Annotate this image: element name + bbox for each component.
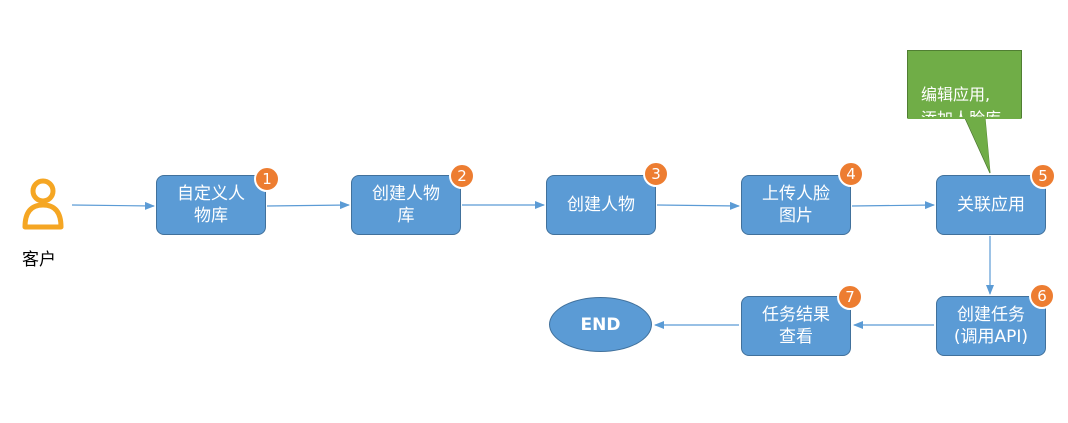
arrow-step-3-to-step-4 [656,201,740,210]
step-6-label: 创建任务 (调用API) [953,305,1029,347]
step-5-badge: 5 [1030,163,1056,189]
step-7: 任务结果 查看 [741,296,851,356]
step-5: 关联应用 [936,175,1046,235]
step-1-label: 自定义人 物库 [177,184,245,226]
arrow-actor-to-step-1 [71,201,155,210]
step-1: 自定义人 物库 [156,175,266,235]
step-1-badge: 1 [254,166,280,192]
step-2-label: 创建人物 库 [372,184,440,226]
step-3: 创建人物 [546,175,656,235]
step-4-label: 上传人脸 图片 [762,184,830,226]
step-7-label: 任务结果 查看 [762,305,830,347]
step-7-badge: 7 [837,284,863,310]
step-6-badge: 6 [1029,283,1055,309]
actor-label: 客户 [22,250,56,270]
step-2-badge: 2 [449,163,475,189]
user-icon [22,178,64,230]
step-2: 创建人物 库 [351,175,461,235]
step-3-label: 创建人物 [567,195,635,215]
end-node: END [549,297,652,352]
step-6: 创建任务 (调用API) [936,296,1046,356]
arrow-step-1-to-step-2 [266,201,350,210]
arrow-step-4-to-step-5 [851,201,935,210]
step-3-badge: 3 [643,161,669,187]
step-4: 上传人脸 图片 [741,175,851,235]
step-5-label: 关联应用 [957,195,1025,215]
step-4-badge: 4 [838,161,864,187]
end-label: END [580,314,621,335]
